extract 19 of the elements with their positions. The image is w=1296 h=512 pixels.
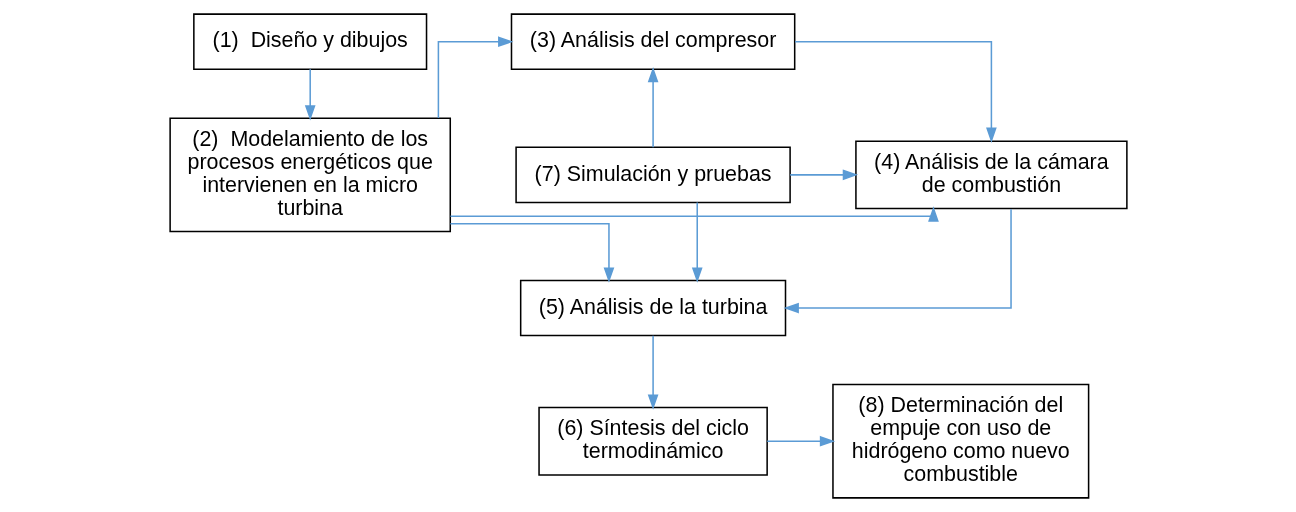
arrow [647, 66, 658, 149]
node-box: (4) Análisis de la cámara de combustión [854, 140, 1128, 210]
arrow [449, 206, 939, 222]
arrow [437, 36, 513, 119]
arrow [647, 334, 658, 410]
node-box: (7) Simulación y pruebas [514, 146, 791, 204]
arrow [788, 169, 858, 181]
node-box: (5) Análisis de la turbina [519, 279, 786, 337]
node-box: (6) Síntesis del ciclo termodinámico [537, 406, 768, 476]
arrow [304, 68, 316, 121]
node-box: (3) Análisis del compresor [510, 13, 795, 70]
node-box: (1) Diseño y dibujos [192, 13, 427, 70]
arrow [793, 40, 997, 143]
node-box: (2) Modelamiento de los procesos energéticos que intervienen en la micro turbina [168, 117, 451, 233]
arrow [449, 223, 614, 283]
arrow [765, 435, 835, 447]
node-box: (8) Determinación del empuje con uso de hidrógeno como nuevo combustible [831, 383, 1089, 499]
arrow [691, 201, 703, 283]
arrow [783, 208, 1012, 314]
